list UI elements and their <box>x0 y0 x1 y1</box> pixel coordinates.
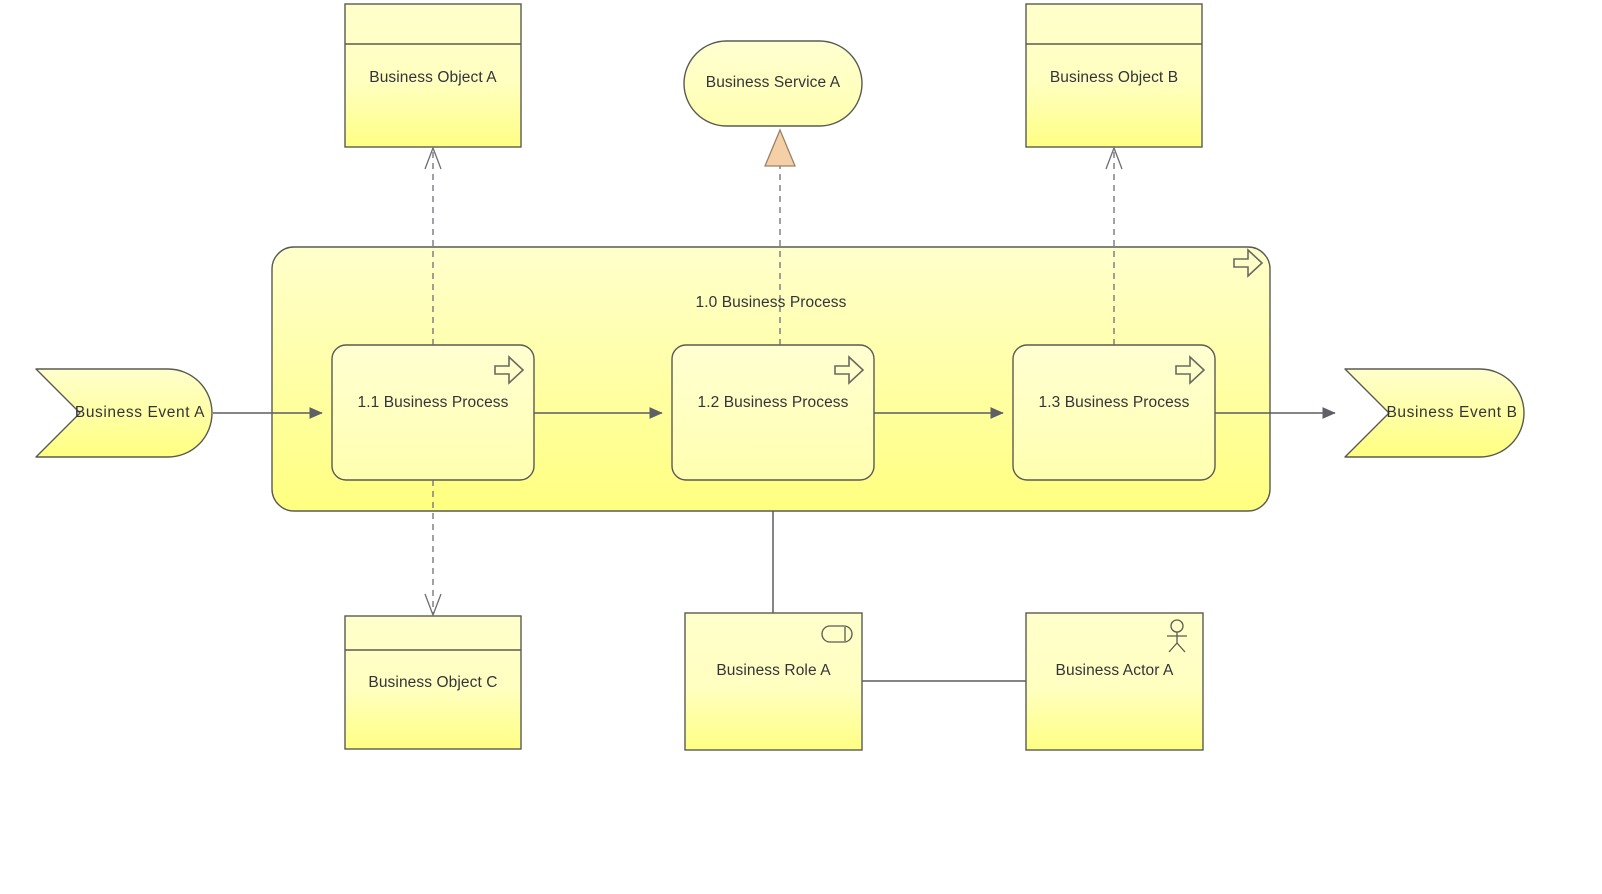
rel-access-13-objectb <box>1105 146 1123 345</box>
process-1-3-shape[interactable] <box>1012 344 1216 481</box>
business-object-b-shape[interactable] <box>1025 3 1203 148</box>
business-role-a-shape[interactable] <box>684 612 863 751</box>
business-event-a-shape[interactable] <box>35 368 213 458</box>
rel-access-11-objecta <box>424 146 442 345</box>
business-object-a-shape[interactable] <box>344 3 522 148</box>
process-arrow-icon <box>1175 355 1206 385</box>
role-cylinder-icon <box>821 625 853 643</box>
process-arrow-icon <box>494 355 525 385</box>
process-1-2-shape[interactable] <box>671 344 875 481</box>
business-actor-a-shape[interactable] <box>1025 612 1204 751</box>
business-event-b-shape[interactable] <box>1344 368 1525 458</box>
process-arrow-icon <box>834 355 865 385</box>
rel-realization-12-servicea <box>764 128 796 345</box>
business-service-a-shape[interactable] <box>683 40 863 127</box>
business-object-c-shape[interactable] <box>344 615 522 750</box>
actor-stickman-icon <box>1167 619 1187 653</box>
rel-access-11-objectc <box>424 480 442 617</box>
process-arrow-icon <box>1233 248 1264 278</box>
process-1-1-shape[interactable] <box>331 344 535 481</box>
